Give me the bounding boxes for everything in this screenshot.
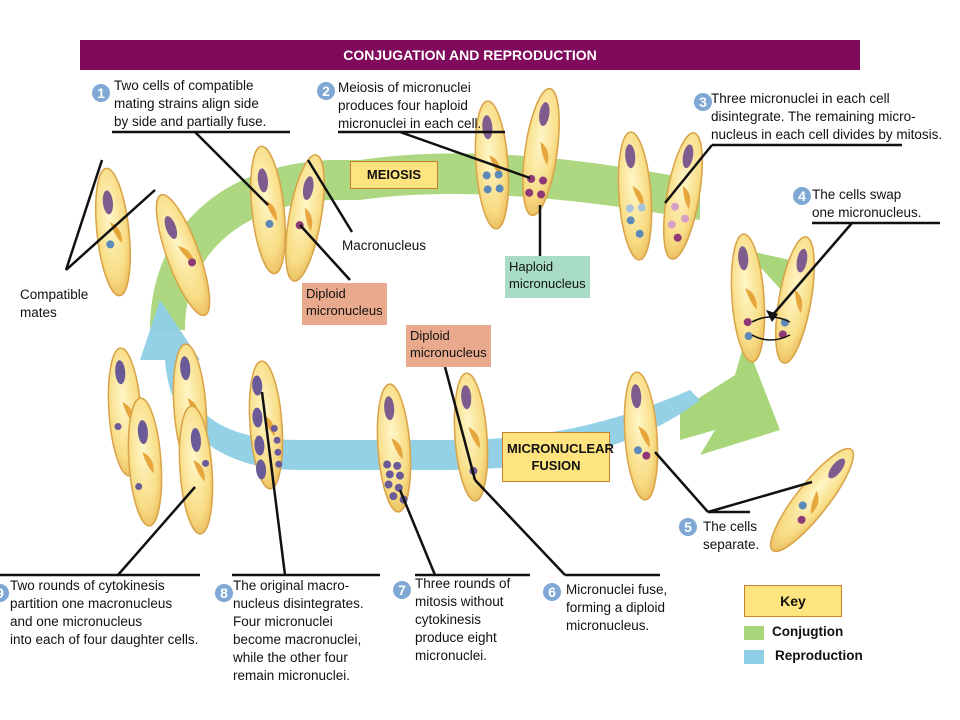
meiosis-label: MEIOSIS (350, 161, 438, 189)
step-4-text: The cells swap one micronucleus. (812, 187, 922, 220)
step-6-text: Micronuclei fuse, forming a diploid micr… (566, 582, 668, 633)
diploid-micronucleus-label-2: Diploid micronucleus (406, 325, 491, 367)
step-1-text: Two cells of compatible mating strains a… (114, 78, 267, 129)
step-badge-9: 9 (0, 584, 9, 602)
micronuclear-fusion-label: MICRONUCLEAR FUSION (502, 432, 614, 482)
macronucleus-label: Macronucleus (342, 238, 427, 253)
step-7-text: Three rounds of mitosis without cytokine… (415, 576, 511, 663)
step-badge-3: 3 (694, 93, 712, 111)
title-bar (80, 40, 860, 70)
title: CONJUGATION AND REPRODUCTION (343, 47, 597, 63)
step-badge-5: 5 (679, 518, 697, 536)
step-5-text: The cells separate. (703, 519, 760, 552)
reproduction-swatch (744, 650, 764, 664)
step-8-text: The original macro- nucleus disintegrate… (233, 578, 364, 683)
conjugation-arrow-lower (680, 340, 780, 455)
haploid-micronucleus-label: Haploid micronucleus (505, 256, 590, 298)
diploid-micronucleus-label-1: Diploid micronucleus (302, 283, 387, 325)
step-badge-8: 8 (215, 584, 233, 602)
key-title: Key (744, 585, 842, 617)
step-3-text: Three micronuclei in each cell disintegr… (711, 91, 943, 142)
step-badge-4: 4 (793, 187, 811, 205)
step-9-text: Two rounds of cytokinesis partition one … (10, 578, 199, 647)
step-2-text: Meiosis of micronuclei produces four hap… (338, 80, 482, 131)
step-badge-7: 7 (393, 581, 411, 599)
step-badge-2: 2 (317, 82, 335, 100)
conjugation-arrow (150, 153, 700, 330)
key-conjugation-label: Conjugtion (772, 624, 844, 639)
key-reproduction-label: Reproduction (775, 648, 863, 663)
step-badge-6: 6 (543, 583, 561, 601)
compatible-mates-label: Compatible mates (20, 287, 89, 320)
step-badge-1: 1 (92, 84, 110, 102)
conjugation-swatch (744, 626, 764, 640)
